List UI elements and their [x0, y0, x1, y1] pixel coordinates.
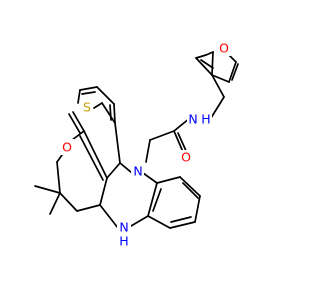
- amide-nitrogen-label: N: [188, 112, 197, 127]
- amide-oxygen-label: O: [181, 150, 191, 165]
- amide-oxygen-atom: O: [180, 150, 193, 165]
- ketone-oxygen-label: O: [62, 140, 72, 155]
- acetamide-group: [145, 117, 191, 163]
- thiophene-sulfur-atom: S: [81, 100, 93, 115]
- secondary-amine-atom: N H: [117, 220, 131, 249]
- ketone-group: [68, 111, 85, 134]
- amide-nitrogen-atom: N H: [187, 112, 212, 127]
- amide-hydrogen-label: H: [201, 112, 210, 127]
- ketone-oxygen-atom: O: [61, 139, 74, 155]
- furan-oxygen-label: O: [219, 41, 229, 56]
- furanylmethyl-linker: [210, 74, 225, 119]
- gem-dimethyl: [34, 185, 61, 215]
- ring-nitrogen-atom: N: [131, 163, 144, 179]
- molecule-structure: O N H O N O S N H: [34, 41, 239, 249]
- furan-oxygen-atom: O: [218, 41, 231, 56]
- ring-nitrogen-label: N: [133, 164, 142, 179]
- secondary-amine-label: N: [119, 220, 128, 235]
- benzene-ring: [147, 176, 201, 229]
- thiophene-ring: [77, 86, 121, 164]
- thiophene-sulfur-label: S: [83, 100, 91, 115]
- secondary-amine-hydrogen-label: H: [119, 234, 128, 249]
- diazepine-ring: [99, 162, 158, 229]
- furan-ring: [195, 49, 239, 83]
